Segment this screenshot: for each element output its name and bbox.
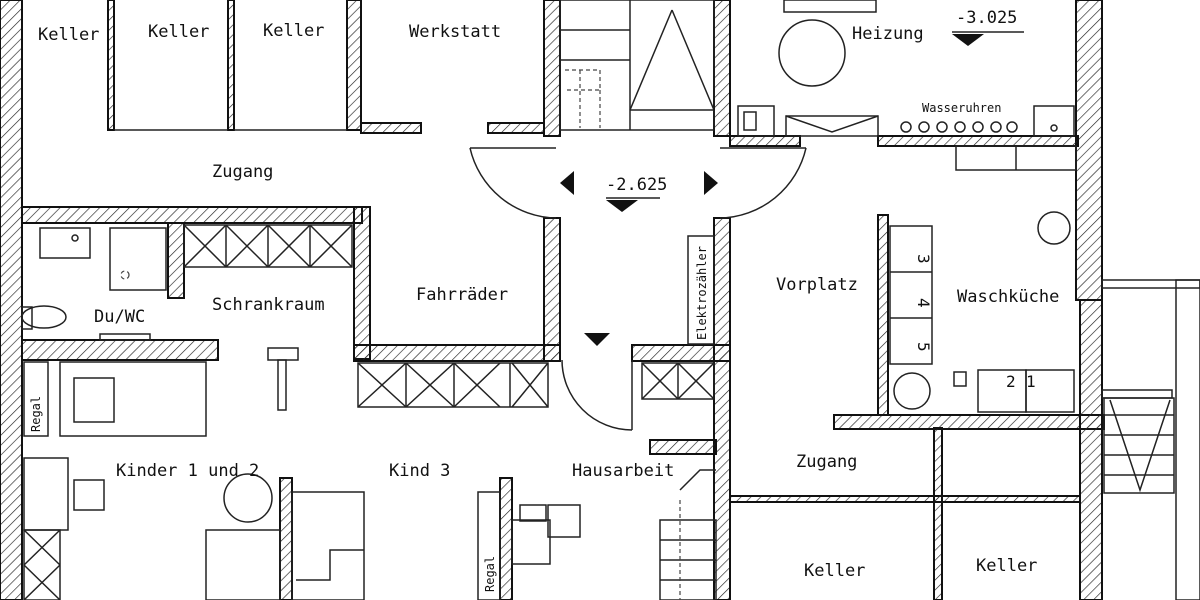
room-label-waschkueche: Waschküche [957, 287, 1059, 307]
elektrozaehler-box [687, 235, 715, 345]
stairs-bottom-right [1103, 397, 1175, 494]
room-label-kinder: Kinder 1 und 2 [116, 461, 259, 481]
room-label-werkstatt: Werkstatt [409, 22, 501, 42]
machine-number-5: 5 [914, 342, 933, 352]
level-label-heizung: -3.025 [956, 8, 1017, 28]
room-label-schrankraum: Schrankraum [212, 295, 325, 315]
machine-number-4: 4 [914, 298, 933, 308]
regal-label-center: Regal [483, 556, 497, 592]
room-label-keller-4: Keller [804, 561, 865, 581]
room-label-keller-5: Keller [976, 556, 1037, 576]
room-label-zugang-bottom: Zugang [796, 452, 857, 472]
room-label-hausarbeit: Hausarbeit [572, 461, 674, 481]
room-label-vorplatz: Vorplatz [776, 275, 858, 295]
room-label-fahrraeder: Fahrräder [416, 285, 508, 305]
machine-number-2: 2 [1006, 372, 1016, 391]
regal-label-left: Regal [29, 396, 43, 432]
walls [0, 0, 1105, 600]
cabinet-hausarbeit [641, 362, 715, 400]
arrow-right-icon [704, 171, 718, 195]
arrow-down-icon [584, 333, 610, 346]
arrow-left-icon [560, 171, 574, 195]
wasseruhren-label: Wasseruhren [922, 101, 1001, 115]
room-label-keller-3: Keller [263, 21, 324, 41]
room-label-keller-2: Keller [148, 22, 209, 42]
stairs-bottom-center [659, 469, 717, 600]
doors [114, 129, 807, 431]
room-label-zugang-top: Zugang [212, 162, 273, 182]
room-label-heizung: Heizung [852, 24, 924, 44]
room-label-keller-1: Keller [38, 25, 99, 45]
right-window [1101, 279, 1200, 600]
level-marker-icon [606, 31, 1024, 212]
annotations: Wasseruhren Elektrozähler Regal Regal 1 … [29, 8, 1036, 592]
cabinet-row-kind3 [357, 362, 549, 408]
machine-number-3: 3 [914, 254, 933, 264]
room-label-kind3: Kind 3 [389, 461, 450, 481]
elektrozaehler-label: Elektrozähler [695, 246, 709, 340]
cabinet-left-bottom [23, 529, 61, 600]
room-labels: Keller Keller Keller Werkstatt Heizung Z… [38, 21, 1059, 581]
furniture [21, 0, 1077, 600]
stairs-top [559, 0, 715, 131]
level-label-center: -2.625 [606, 175, 667, 195]
machine-number-1: 1 [1026, 372, 1036, 391]
cabinet-row-schrankraum [183, 224, 353, 268]
room-label-du-wc: Du/WC [94, 307, 145, 327]
